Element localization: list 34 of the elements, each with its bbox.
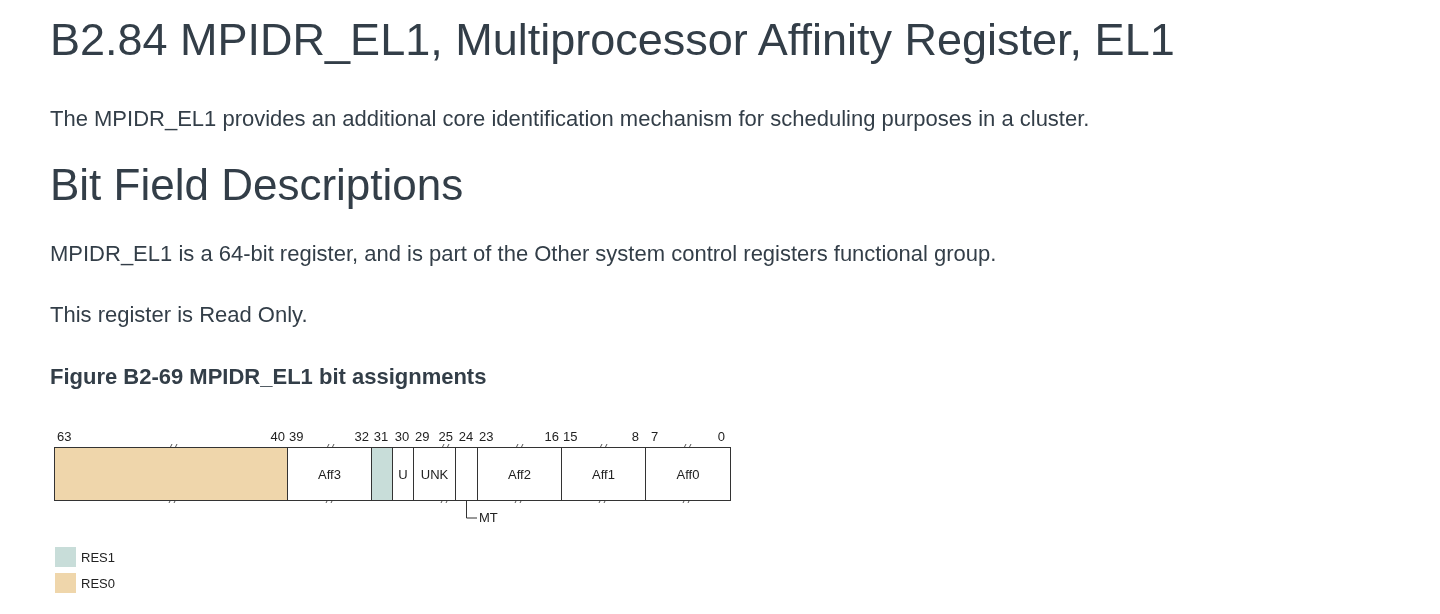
leader-line: [466, 500, 478, 519]
field-label: MT: [479, 510, 498, 525]
paragraph: The MPIDR_EL1 provides an additional core identification mechanism for scheduling purposes in a cluster.: [50, 106, 1090, 132]
bit-number: 16: [544, 429, 559, 444]
bit-number: 63: [57, 429, 72, 444]
legend-label: RES0: [81, 576, 115, 591]
bit-number: 0: [717, 429, 725, 444]
section-heading: Bit Field Descriptions: [50, 160, 464, 210]
bit-number: 23: [479, 429, 494, 444]
legend-label: RES1: [81, 550, 115, 565]
bit-field: Aff1: [561, 447, 646, 501]
page-title: B2.84 MPIDR_EL1, Multiprocessor Affinity Register, EL1: [50, 14, 1175, 66]
bit-number: 29: [415, 429, 430, 444]
reserved-field: [54, 447, 288, 501]
bit-field: Aff3: [287, 447, 372, 501]
bit-number: 30: [394, 429, 410, 444]
reserved-field: [371, 447, 393, 501]
bit-field: Aff0: [645, 447, 731, 501]
bit-field: Aff2: [477, 447, 562, 501]
figure-caption: Figure B2-69 MPIDR_EL1 bit assignments: [50, 364, 487, 390]
bit-field: [455, 447, 478, 501]
bit-number: 24: [458, 429, 474, 444]
bit-number: 31: [373, 429, 389, 444]
bit-number: 15: [563, 429, 578, 444]
bit-number: 8: [631, 429, 639, 444]
bit-number: 40: [270, 429, 285, 444]
bit-number: 25: [438, 429, 453, 444]
paragraph: MPIDR_EL1 is a 64-bit register, and is part of the Other system control registers functional group.: [50, 241, 997, 267]
bit-number: 7: [651, 429, 659, 444]
bit-number: 39: [289, 429, 304, 444]
bit-field: UNK: [413, 447, 456, 501]
paragraph: This register is Read Only.: [50, 302, 308, 328]
bit-field: U: [392, 447, 414, 501]
bit-number: 32: [354, 429, 369, 444]
